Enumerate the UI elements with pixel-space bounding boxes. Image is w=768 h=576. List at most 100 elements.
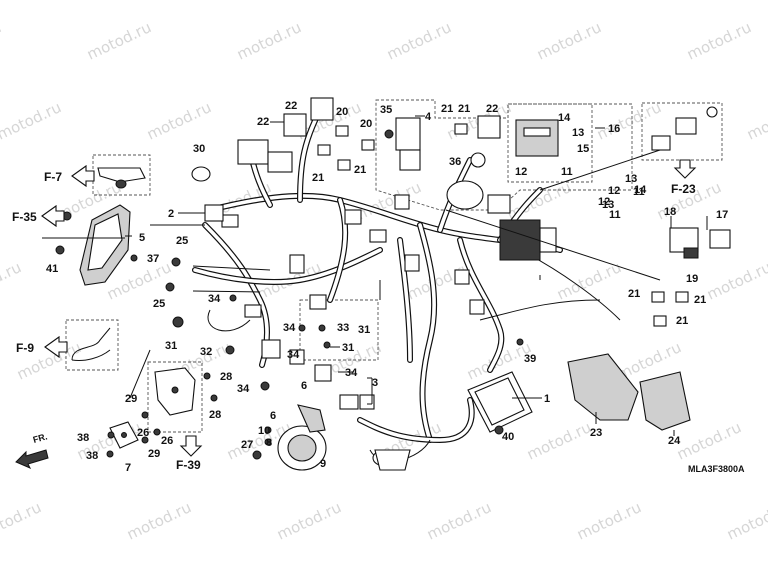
ref-label-f35: F-35 bbox=[12, 210, 37, 224]
arrow-front bbox=[15, 449, 49, 469]
watermark-text: motod.ru bbox=[0, 18, 4, 63]
callout-19: 19 bbox=[686, 273, 698, 285]
relays bbox=[283, 97, 731, 327]
callout-12a: 12 bbox=[515, 166, 527, 178]
watermark-text: motod.ru bbox=[674, 418, 744, 463]
callout-34e: 34 bbox=[237, 383, 250, 395]
callout-34c: 34 bbox=[287, 349, 300, 361]
callout-14b: 14 bbox=[634, 184, 647, 196]
callout-26b: 26 bbox=[161, 435, 173, 447]
callout-5: 5 bbox=[139, 232, 145, 244]
watermark-text: motod.ru bbox=[684, 18, 754, 63]
callout-31a: 31 bbox=[165, 340, 177, 352]
callout-35: 35 bbox=[380, 104, 392, 116]
arrow-f9 bbox=[44, 335, 68, 359]
callout-20a: 20 bbox=[336, 106, 348, 118]
arrow-f23 bbox=[673, 159, 697, 179]
callout-38b: 38 bbox=[86, 450, 98, 462]
callout-16: 16 bbox=[608, 123, 620, 135]
callout-31b: 31 bbox=[358, 324, 370, 336]
watermark-text: motod.ru bbox=[424, 498, 494, 543]
callout-11c: 11 bbox=[609, 209, 621, 221]
ref-label-f23: F-23 bbox=[671, 182, 696, 196]
callout-8: 8 bbox=[266, 437, 272, 449]
callout-37: 37 bbox=[147, 253, 159, 265]
watermark-text: motod.ru bbox=[534, 18, 604, 63]
callout-33: 33 bbox=[337, 322, 349, 334]
watermark-text: motod.ru bbox=[124, 498, 194, 543]
callout-numbers: 1 2 3 4 5 6 6 7 38 38 9 10 8 11 11 11 12… bbox=[46, 100, 728, 474]
callout-18: 18 bbox=[664, 206, 676, 218]
ref-label-f9: F-9 bbox=[16, 341, 34, 355]
callout-1: 1 bbox=[544, 393, 550, 405]
arrow-f39 bbox=[179, 435, 203, 457]
bracket-f7 bbox=[97, 167, 146, 189]
callout-13c: 13 bbox=[602, 199, 614, 211]
reference-arrows bbox=[15, 159, 697, 469]
callout-40: 40 bbox=[502, 431, 514, 443]
callout-30: 30 bbox=[193, 143, 205, 155]
callout-10: 10 bbox=[258, 425, 270, 437]
cover-part-5 bbox=[79, 204, 131, 286]
callout-22c: 22 bbox=[486, 103, 498, 115]
callout-13b: 13 bbox=[625, 173, 637, 185]
callout-34a: 34 bbox=[208, 293, 221, 305]
arrow-f35 bbox=[41, 204, 65, 228]
box-f9 bbox=[65, 319, 119, 371]
relay-19 bbox=[683, 247, 699, 259]
small-parts bbox=[55, 117, 524, 460]
callout-23: 23 bbox=[590, 427, 602, 439]
callout-15: 15 bbox=[577, 143, 589, 155]
relay-22b bbox=[283, 113, 307, 137]
box-f39 bbox=[147, 361, 203, 433]
unit-part-24 bbox=[639, 371, 691, 431]
leader-lines bbox=[42, 115, 708, 436]
callout-39: 39 bbox=[524, 353, 536, 365]
callout-4: 4 bbox=[425, 111, 432, 123]
box-f7 bbox=[92, 154, 151, 196]
watermark-text: motod.ru bbox=[274, 498, 344, 543]
ref-label-f7: F-7 bbox=[44, 170, 62, 184]
callout-31c: 31 bbox=[342, 342, 354, 354]
watermark-text: motod.ru bbox=[384, 18, 454, 63]
watermark-text: motod.ru bbox=[724, 498, 768, 543]
diagram-code: MLA3F3800A bbox=[688, 464, 745, 474]
callout-29b: 29 bbox=[148, 448, 160, 460]
callout-24: 24 bbox=[668, 435, 681, 447]
watermark-text: motod.ru bbox=[744, 98, 768, 143]
callout-32: 32 bbox=[200, 346, 212, 358]
watermark-text: motod.ru bbox=[0, 258, 24, 303]
callout-34b: 34 bbox=[283, 322, 296, 334]
callout-34d: 34 bbox=[345, 367, 358, 379]
watermark-text: motod.ru bbox=[84, 18, 154, 63]
ecu-part-1 bbox=[467, 371, 533, 433]
watermark-text: motod.ru bbox=[524, 418, 594, 463]
callout-38a: 38 bbox=[77, 432, 89, 444]
ref-label-f39: F-39 bbox=[176, 458, 201, 472]
callout-21e: 21 bbox=[628, 288, 640, 300]
callout-26a: 26 bbox=[137, 427, 149, 439]
callout-11b: 11 bbox=[633, 186, 645, 198]
watermark-text: motod.ru bbox=[0, 98, 64, 143]
callout-36: 36 bbox=[449, 156, 461, 168]
bracket-f39 bbox=[154, 367, 196, 416]
watermark-text: motod.ru bbox=[704, 258, 768, 303]
callout-17: 17 bbox=[716, 209, 728, 221]
callout-13a: 13 bbox=[572, 127, 584, 139]
callout-21a: 21 bbox=[441, 103, 453, 115]
callout-28b: 28 bbox=[209, 409, 221, 421]
direction-label: FR. bbox=[32, 431, 49, 445]
callout-21g: 21 bbox=[676, 315, 688, 327]
callout-9: 9 bbox=[320, 458, 326, 470]
callout-21f: 21 bbox=[694, 294, 706, 306]
callout-7: 7 bbox=[125, 462, 131, 474]
arrow-f7 bbox=[71, 164, 95, 188]
reference-labels: F-7 F-35 F-9 F-39 F-23 FR. MLA3F3800A bbox=[12, 170, 745, 474]
group-boxes bbox=[65, 99, 723, 433]
bracket-part-7 bbox=[109, 421, 139, 449]
box-fusebox bbox=[507, 103, 593, 183]
callout-41: 41 bbox=[46, 263, 58, 275]
box-relays-top bbox=[375, 99, 633, 211]
watermark-text: motod.ru bbox=[574, 498, 644, 543]
